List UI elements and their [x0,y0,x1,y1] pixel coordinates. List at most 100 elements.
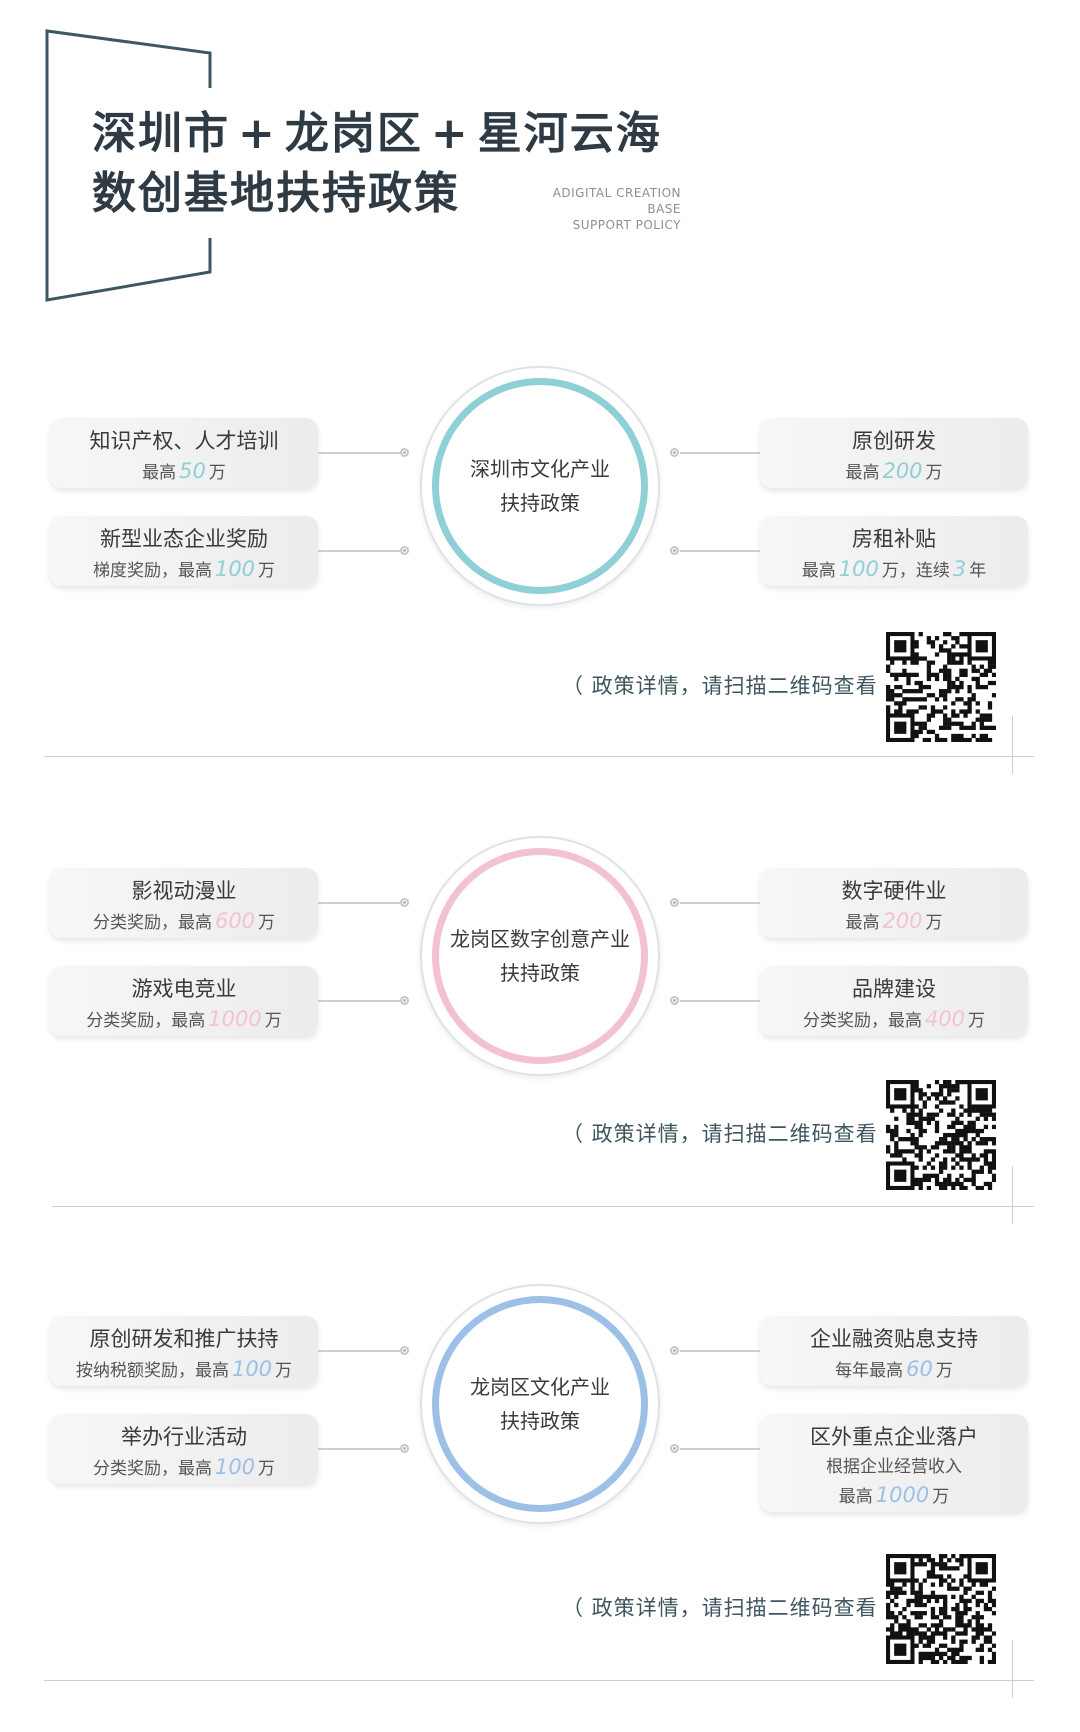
policy-card-title: 新型业态企业奖励 [100,527,268,551]
title-plus-1: + [238,108,277,159]
qr-code-icon[interactable] [886,1080,996,1190]
policy-circle: 深圳市文化产业 扶持政策 [420,366,660,606]
policy-circle-ring [432,848,648,1064]
policy-card-title: 游戏电竞业 [131,977,237,1001]
policy-years: 3 [952,557,967,581]
policy-card-title: 品牌建设 [852,977,936,1001]
policy-amount: 1000 [875,1483,930,1507]
scan-qr-hint: （ 政策详情，请扫描二维码查看 ） [562,674,908,698]
policy-amount: 100 [231,1357,273,1381]
qr-code-icon[interactable] [886,1554,996,1664]
connector-dot [400,898,409,907]
connector-dot [400,546,409,555]
policy-card-title: 企业融资贴息支持 [810,1327,978,1351]
connector-dot [670,546,679,555]
connector-line [318,1000,400,1002]
connector-line [680,1448,760,1450]
qr-code-icon[interactable] [886,632,996,742]
connector-dot [400,996,409,1005]
connector-line [680,902,760,904]
policy-card-title: 原创研发 [852,429,936,453]
policy-card-title: 举办行业活动 [121,1425,247,1449]
connector-dot [400,448,409,457]
policy-card-title: 区外重点企业落户 [810,1425,978,1449]
title-part-xinghe: 星河云海 [477,108,662,159]
page-title: 深圳市+龙岗区+星河云海 数创基地扶持政策 [92,104,662,224]
connector-line [318,1350,400,1352]
policy-amount: 600 [214,909,256,933]
policy-circle: 龙岗区文化产业 扶持政策 [420,1284,660,1524]
section-divider [44,1680,1034,1681]
policy-circle-line-1: 龙岗区文化产业 [470,1375,610,1399]
title-line-1: 深圳市+龙岗区+星河云海 [92,104,662,164]
section-divider [52,1206,1034,1207]
policy-amount: 200 [882,459,923,483]
policy-circle-line-1: 龙岗区数字创意产业 [450,927,630,951]
policy-card-title: 房租补贴 [852,527,936,551]
connector-dot [400,1346,409,1355]
section-divider-tick [1012,1640,1013,1698]
policy-card-title: 知识产权、人才培训 [89,429,279,453]
connector-dot [670,898,679,907]
section-divider-tick [1012,1166,1013,1224]
policy-card-title: 原创研发和推广扶持 [89,1327,279,1351]
connector-line [318,550,400,552]
policy-circle-ring [432,378,648,594]
policy-circle-label: 龙岗区数字创意产业 扶持政策 [422,838,658,1074]
policy-amount: 200 [882,909,923,933]
policy-amount: 100 [214,1455,256,1479]
policy-circle-label: 深圳市文化产业 扶持政策 [422,368,658,604]
english-subtitle: ADIGITAL CREATION BASE SUPPORT POLICY [516,185,681,233]
scan-qr-hint: （ 政策详情，请扫描二维码查看 ） [562,1596,908,1620]
policy-circle-line-2: 扶持政策 [500,491,580,515]
connector-dot [670,448,679,457]
connector-line [318,1448,400,1450]
connector-line [680,1000,760,1002]
connector-line [680,452,760,454]
connector-dot [670,1444,679,1453]
policy-circle: 龙岗区数字创意产业 扶持政策 [420,836,660,1076]
policy-card-title: 数字硬件业 [841,879,947,903]
connector-dot [670,996,679,1005]
english-subtitle-line-1: ADIGITAL CREATION BASE [552,186,681,216]
title-line-2: 数创基地扶持政策 [92,168,460,219]
policy-amount: 1000 [208,1007,262,1031]
policy-circle-label: 龙岗区文化产业 扶持政策 [422,1286,658,1522]
title-plus-2: + [430,108,470,159]
policy-circle-line-1: 深圳市文化产业 [470,457,610,481]
connector-line [318,452,400,454]
connector-dot [400,1444,409,1453]
title-part-shenzhen: 深圳市 [92,108,230,159]
section-divider [44,756,1034,757]
english-subtitle-line-2: SUPPORT POLICY [572,218,681,232]
connector-line [680,1350,760,1352]
policy-circle-line-2: 扶持政策 [500,1409,580,1433]
scan-qr-hint: （ 政策详情，请扫描二维码查看 ） [562,1122,908,1146]
policy-amount: 50 [179,459,206,483]
policy-amount: 400 [924,1007,966,1031]
section-divider-tick [1012,716,1013,774]
